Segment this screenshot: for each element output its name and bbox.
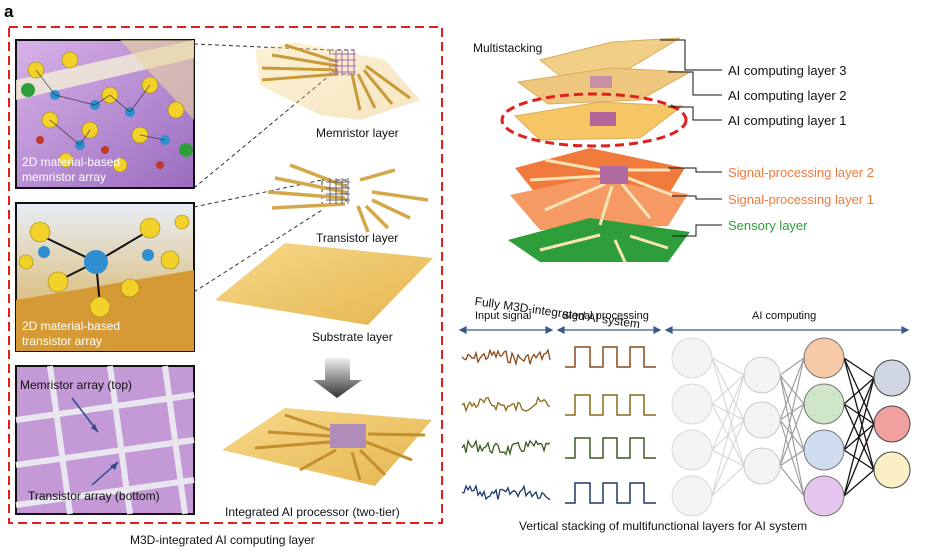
left-caption: M3D-integrated AI computing layer bbox=[130, 533, 315, 547]
nn-node bbox=[671, 383, 713, 425]
signal-layer-1-label: Signal-processing layer 1 bbox=[728, 192, 874, 207]
nn-node bbox=[671, 429, 713, 471]
signal-layer-stack bbox=[508, 148, 690, 263]
ai-layer-stack bbox=[500, 37, 692, 148]
signal-traces bbox=[461, 346, 656, 504]
nn-node bbox=[873, 359, 911, 397]
input-signal-trace bbox=[461, 348, 551, 367]
nn-node bbox=[743, 356, 781, 394]
stage-label-input: Input signal bbox=[475, 310, 531, 322]
nn-edge bbox=[779, 357, 805, 376]
nn-edge bbox=[711, 465, 745, 497]
nn-nodes bbox=[671, 337, 911, 517]
input-signal-trace bbox=[461, 438, 551, 457]
nn-edge bbox=[711, 419, 745, 497]
panel-letter: a bbox=[4, 2, 14, 21]
memristor-array-photo: 2D material-based memristor array bbox=[15, 39, 195, 189]
memristor-layer-label: Memristor layer bbox=[316, 126, 399, 140]
nn-edge bbox=[779, 449, 805, 467]
layer-callouts bbox=[660, 39, 722, 237]
sensory-layer-label: Sensory layer bbox=[728, 218, 808, 233]
input-signal-trace bbox=[461, 395, 551, 413]
stacked-array-photo: Memristor array (top) Transistor array (… bbox=[15, 365, 195, 515]
multistacking-label: Multistacking bbox=[473, 41, 542, 55]
nn-node bbox=[803, 475, 845, 517]
stage-label-ai: AI computing bbox=[752, 310, 816, 322]
nn-edge bbox=[843, 423, 875, 497]
integrated-processor-label: Integrated AI processor (two-tier) bbox=[225, 505, 400, 519]
nn-edge bbox=[779, 357, 805, 421]
transistor-layer-label: Transistor layer bbox=[316, 231, 398, 245]
left-dashed-frame bbox=[8, 26, 443, 524]
transistor-array-photo: 2D material-based transistor array bbox=[15, 202, 195, 352]
input-signal-trace bbox=[461, 483, 551, 501]
nn-edge bbox=[843, 377, 875, 451]
nn-edge bbox=[843, 469, 875, 497]
nn-edge bbox=[711, 357, 745, 376]
memristor-layer-graphic bbox=[255, 42, 420, 120]
ai-layer-1-highlight bbox=[500, 92, 688, 148]
stage-label-processing: Signal processing bbox=[562, 310, 649, 322]
ai-layer-3-label: AI computing layer 3 bbox=[728, 63, 847, 78]
processed-pulse-trace bbox=[565, 346, 656, 368]
memristor-array-label-1: 2D material-based bbox=[22, 155, 120, 169]
nn-edge bbox=[779, 357, 805, 467]
down-arrow-icon bbox=[313, 358, 362, 398]
nn-edge bbox=[843, 377, 875, 497]
processed-pulse-trace bbox=[565, 482, 656, 504]
nn-node bbox=[873, 405, 911, 443]
processed-pulse-trace bbox=[565, 394, 656, 416]
nn-node bbox=[743, 447, 781, 485]
nn-edge bbox=[711, 374, 745, 405]
transistor-layer-graphic bbox=[267, 163, 429, 233]
nn-edge bbox=[843, 357, 875, 379]
nn-node bbox=[671, 337, 713, 379]
stage-arrows bbox=[458, 326, 910, 334]
nn-edge bbox=[711, 374, 745, 497]
right-caption: Vertical stacking of multifunctional lay… bbox=[519, 519, 807, 533]
nn-node bbox=[873, 451, 911, 489]
nn-node bbox=[803, 337, 845, 379]
substrate-layer-label: Substrate layer bbox=[312, 330, 393, 344]
memristor-top-label: Memristor array (top) bbox=[20, 378, 132, 392]
ai-layer-2-label: AI computing layer 2 bbox=[728, 88, 847, 103]
signal-layer-2-label: Signal-processing layer 2 bbox=[728, 165, 874, 180]
nn-edge bbox=[779, 465, 805, 497]
nn-edge bbox=[711, 374, 745, 451]
nn-edge bbox=[779, 403, 805, 467]
transistor-array-label-2: transistor array bbox=[22, 334, 102, 348]
nn-node bbox=[803, 429, 845, 471]
processed-pulse-trace bbox=[565, 437, 656, 459]
nn-edges bbox=[711, 357, 875, 497]
nn-node bbox=[803, 383, 845, 425]
integrated-processor-graphic bbox=[222, 408, 432, 486]
nn-node bbox=[743, 401, 781, 439]
memristor-array-label-2: memristor array bbox=[22, 170, 106, 184]
nn-node bbox=[671, 475, 713, 517]
transistor-bottom-label: Transistor array (bottom) bbox=[28, 489, 160, 503]
nn-edge bbox=[843, 377, 875, 405]
substrate-layer-graphic bbox=[215, 243, 433, 325]
transistor-array-label-1: 2D material-based bbox=[22, 319, 120, 333]
ai-layer-1-label: AI computing layer 1 bbox=[728, 113, 847, 128]
